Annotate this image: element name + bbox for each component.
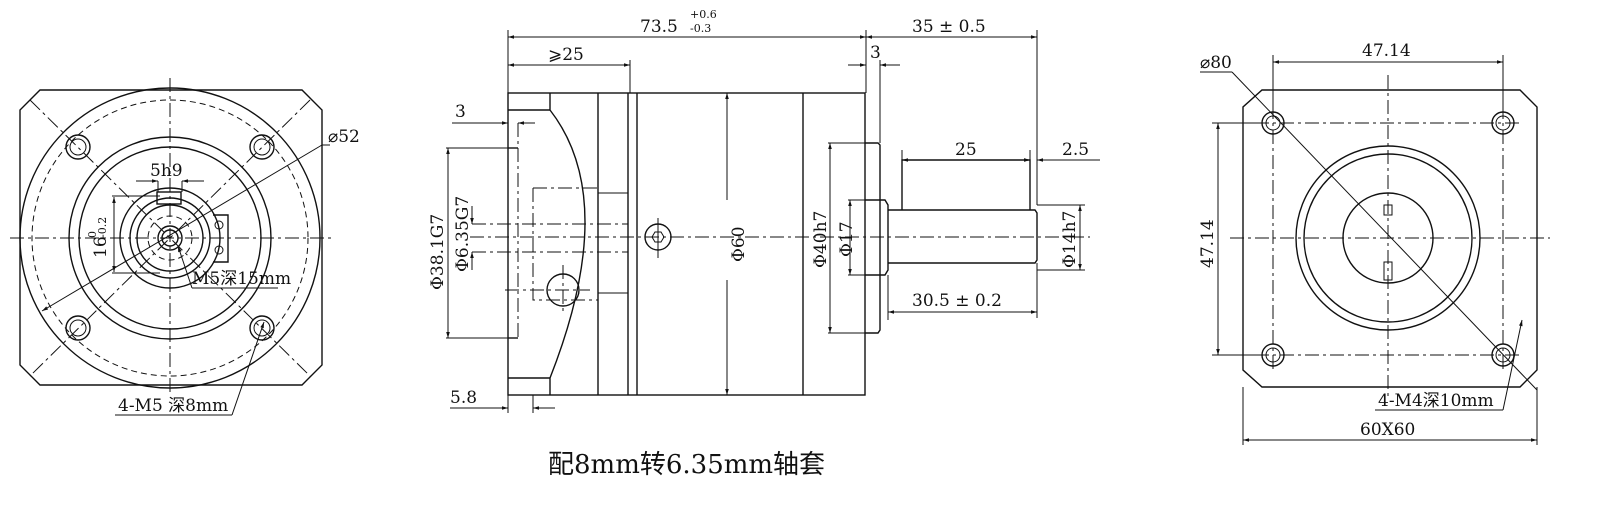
dim-min-bore: ⩾25	[548, 45, 584, 65]
svg-text:-0.3: -0.3	[690, 22, 711, 35]
dia-shoulder: Φ17	[837, 221, 857, 257]
dim-key-length: 25	[955, 140, 977, 160]
dim-input-step: 3	[455, 102, 466, 122]
rear-dim-hole-spacing-h: 47.14	[1362, 41, 1411, 61]
side-view: 73.5 +0.6 -0.3 35 ± 0.5 ⩾25 3 3 25 2.5 3…	[428, 8, 1100, 413]
dia-pilot: Φ38.1G7	[428, 214, 448, 290]
dim-shaft-height-tol-lower: -0.2	[96, 217, 109, 238]
caption: 配8mm转6.35mm轴套	[548, 450, 825, 480]
dia-shaft: Φ14h7	[1060, 211, 1080, 268]
rear-thread-holes: 4-M4深10mm	[1378, 391, 1494, 411]
dim-flange: 3	[870, 43, 881, 63]
dim-total-length: 73.5 +0.6 -0.3	[640, 8, 717, 37]
dia-spigot: Φ40h7	[811, 211, 831, 268]
rear-dim-hole-spacing-v: 47.14	[1198, 219, 1218, 268]
dim-shaft-key: 5h9	[150, 161, 183, 181]
svg-text:+0.6: +0.6	[690, 8, 717, 21]
flange-square	[19, 89, 323, 386]
dim-shaft-height-tol-upper: 0	[86, 231, 99, 238]
dia-body: Φ60	[729, 226, 749, 262]
dim-input-offset: 5.8	[450, 388, 477, 408]
dim-shaft-usable: 30.5 ± 0.2	[912, 291, 1002, 311]
thread-holes: 4-M5 深8mm	[118, 396, 228, 416]
dim-pcd: ⌀52	[328, 127, 360, 147]
thread-center: M5深15mm	[192, 269, 291, 289]
dim-key-offset: 2.5	[1062, 140, 1089, 160]
dia-bore: Φ6.35G7	[453, 196, 473, 272]
rear-view: ⌀80 47.14 47.14 4-M4深10mm 60X60	[1198, 41, 1550, 445]
front-view: 5h9 16 0 -0.2 ⌀52 M5深15mm 4-M5 深8mm	[10, 78, 360, 416]
svg-text:73.5: 73.5	[640, 17, 678, 37]
dim-shaft-length: 35 ± 0.5	[912, 17, 986, 37]
rear-square	[1242, 89, 1538, 388]
mounting-holes	[65, 134, 275, 341]
body	[507, 92, 866, 396]
dim-shaft-height: 16	[91, 236, 111, 258]
rear-dia-pcd: ⌀80	[1200, 53, 1232, 73]
rear-dim-square: 60X60	[1360, 420, 1415, 440]
